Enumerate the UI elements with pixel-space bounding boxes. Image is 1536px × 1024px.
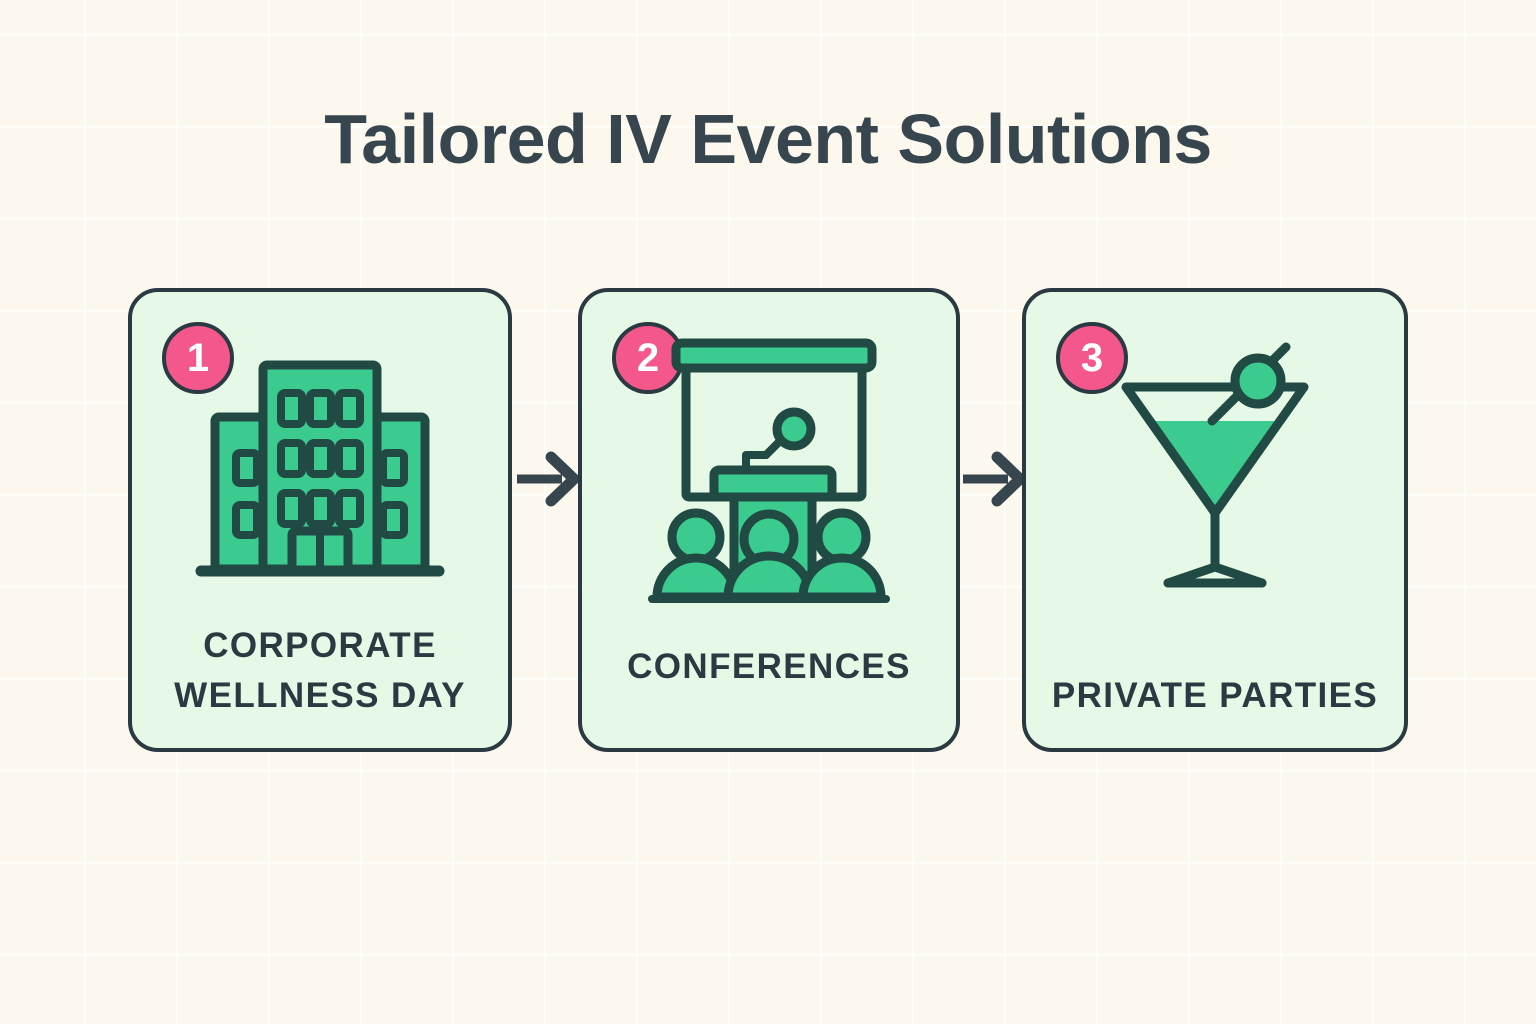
- card-label: CONFERENCES: [627, 647, 911, 687]
- office-building-icon: [132, 326, 508, 616]
- card-corporate-wellness-day[interactable]: 1: [128, 288, 512, 752]
- card-private-parties[interactable]: 3 PRIVATE: [1022, 288, 1408, 752]
- arrow-1-to-2-icon: [514, 448, 580, 508]
- arrow-2-to-3-icon: [960, 448, 1026, 508]
- card-label: CORPORATE WELLNESS DAY: [174, 625, 466, 716]
- step-badge-number: 3: [1080, 336, 1104, 380]
- page-title: Tailored IV Event Solutions: [324, 100, 1212, 178]
- cards-row: 1: [128, 288, 1408, 752]
- card-label: PRIVATE PARTIES: [1051, 676, 1379, 716]
- card-conferences[interactable]: 2: [578, 288, 960, 752]
- conference-presentation-icon: [582, 326, 956, 616]
- step-badge-1: 1: [162, 322, 234, 394]
- step-badge-number: 2: [636, 336, 660, 380]
- martini-glass-icon: [1026, 326, 1404, 616]
- step-badge-3: 3: [1056, 322, 1128, 394]
- step-badge-number: 1: [186, 336, 210, 380]
